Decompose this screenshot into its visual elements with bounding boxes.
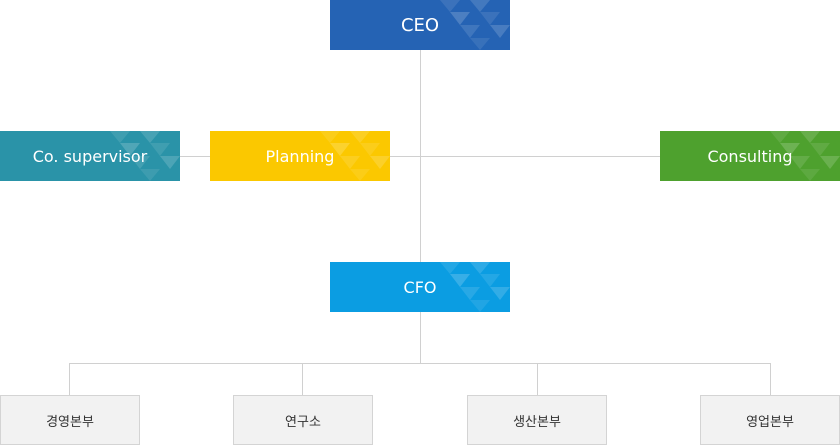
cfo-box: CFO bbox=[330, 262, 510, 312]
connector-dept-4 bbox=[770, 363, 771, 395]
ceo-label: CEO bbox=[400, 14, 440, 36]
planning-label: Planning bbox=[265, 146, 335, 166]
triangle-pattern-icon bbox=[440, 262, 510, 312]
department-box-2: 연구소 bbox=[233, 395, 373, 445]
department-label: 연구소 bbox=[285, 414, 321, 430]
connector-supervisor-planning bbox=[180, 156, 210, 157]
cfo-label: CFO bbox=[403, 277, 437, 297]
department-box-4: 영업본부 bbox=[700, 395, 840, 445]
triangle-pattern-icon bbox=[320, 131, 390, 181]
department-label: 경영본부 bbox=[46, 414, 94, 430]
supervisor-box: Co. supervisor bbox=[0, 131, 180, 181]
department-box-3: 생산본부 bbox=[467, 395, 607, 445]
connector-departments-horizontal bbox=[69, 363, 771, 364]
connector-cfo-down bbox=[420, 312, 421, 363]
consulting-label: Consulting bbox=[707, 146, 793, 166]
triangle-pattern-icon bbox=[770, 131, 840, 181]
ceo-box: CEO bbox=[330, 0, 510, 50]
connector-dept-1 bbox=[69, 363, 70, 395]
consulting-box: Consulting bbox=[660, 131, 840, 181]
connector-dept-3 bbox=[537, 363, 538, 395]
triangle-pattern-icon bbox=[440, 0, 510, 50]
connector-dept-2 bbox=[302, 363, 303, 395]
planning-box: Planning bbox=[210, 131, 390, 181]
triangle-pattern-icon bbox=[110, 131, 180, 181]
department-label: 생산본부 bbox=[513, 414, 561, 430]
supervisor-label: Co. supervisor bbox=[32, 146, 148, 166]
department-label: 영업본부 bbox=[746, 414, 794, 430]
department-box-1: 경영본부 bbox=[0, 395, 140, 445]
connector-planning-consulting bbox=[390, 156, 660, 157]
